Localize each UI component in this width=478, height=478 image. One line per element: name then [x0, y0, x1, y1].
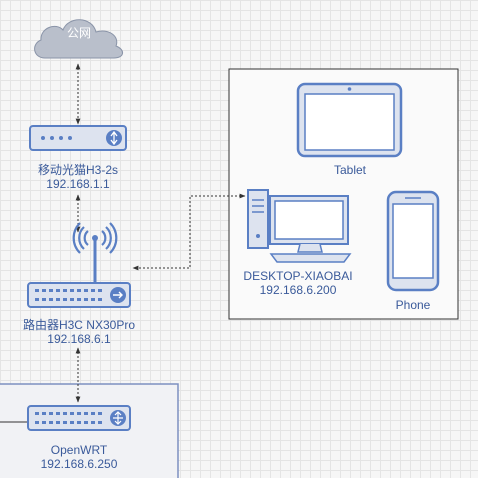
- phone-name: Phone: [395, 298, 431, 312]
- modem-ip: 192.168.1.1: [46, 177, 110, 191]
- router-name: 路由器H3C NX30Pro: [22, 318, 136, 332]
- openwrt-device[interactable]: [27, 405, 131, 431]
- desktop-ip: 192.168.6.200: [259, 283, 337, 297]
- modem-device[interactable]: [29, 125, 127, 151]
- router-device[interactable]: [27, 222, 131, 308]
- tablet-label: Tablet: [310, 163, 390, 177]
- router-label: 路由器H3C NX30Pro 192.168.6.1: [8, 318, 150, 346]
- link-router-clients: [132, 193, 246, 271]
- tablet-name: Tablet: [333, 163, 367, 177]
- desktop-name: DESKTOP-XIAOBAI: [243, 269, 353, 283]
- tablet-device[interactable]: [296, 82, 403, 158]
- phone-label: Phone: [383, 298, 443, 312]
- desktop-label: DESKTOP-XIAOBAI 192.168.6.200: [236, 269, 360, 297]
- phone-device[interactable]: [386, 190, 440, 292]
- openwrt-name: OpenWRT: [50, 443, 108, 457]
- internet-label: 公网: [67, 26, 92, 40]
- modem-name: 移动光猫H3-2s: [37, 163, 118, 177]
- openwrt-ip: 192.168.6.250: [40, 457, 118, 471]
- openwrt-label: OpenWRT 192.168.6.250: [19, 443, 139, 471]
- modem-label: 移动光猫H3-2s 192.168.1.1: [18, 163, 138, 191]
- internet-cloud[interactable]: [34, 19, 123, 59]
- desktop-device[interactable]: [247, 189, 352, 263]
- router-ip: 192.168.6.1: [47, 332, 111, 346]
